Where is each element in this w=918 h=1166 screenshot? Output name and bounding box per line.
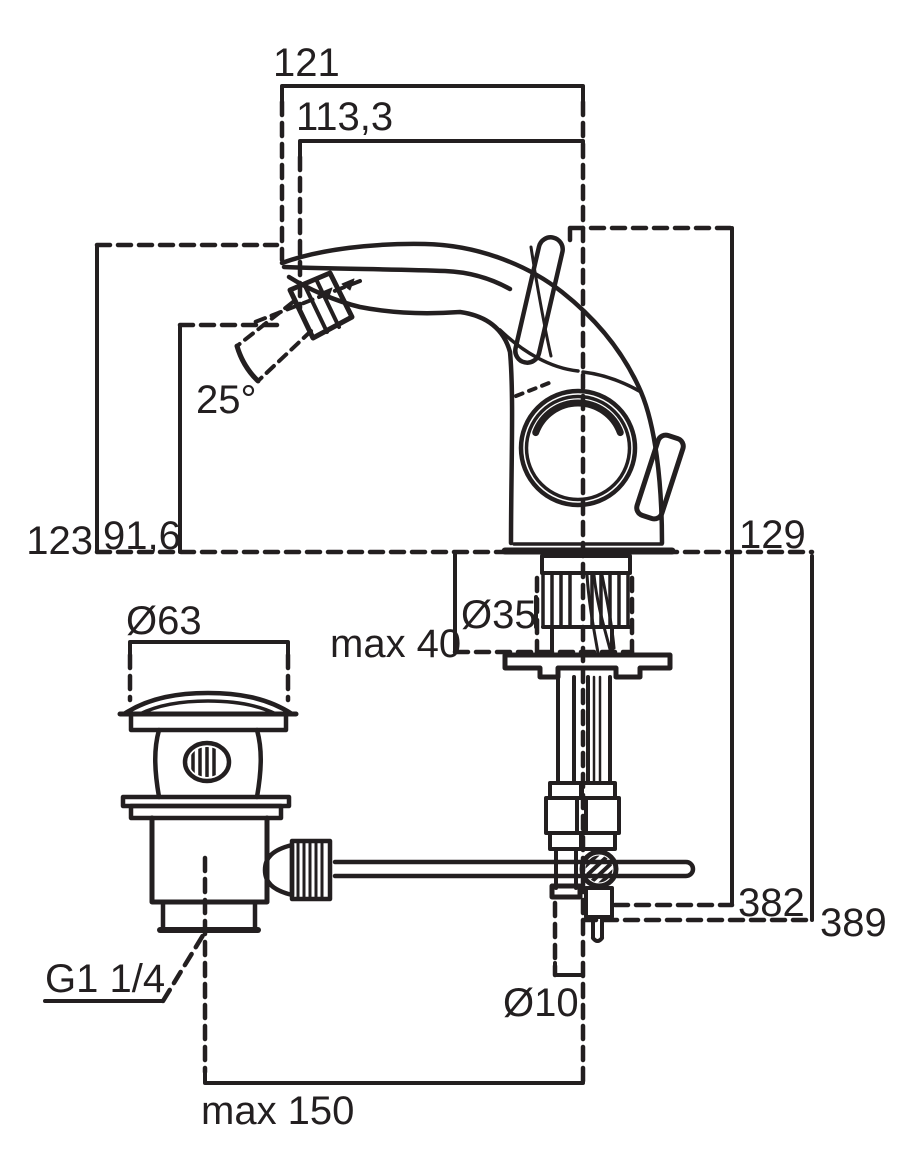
dim-label-113-3: 113,3 <box>296 95 393 139</box>
overflow-window <box>182 740 232 784</box>
cartridge-housing-inner <box>524 394 632 502</box>
left-hose <box>556 675 576 785</box>
supply-hoses <box>332 675 696 943</box>
horizontal-rod <box>332 859 696 879</box>
dim-label-dia63: Ø63 <box>126 599 202 643</box>
spout-top-outline <box>279 241 665 546</box>
dim-label-382: 382 <box>738 881 805 925</box>
dim-label-123: 123 <box>26 519 93 563</box>
right-hose <box>586 675 612 785</box>
aerator-axis-line <box>248 279 362 326</box>
dim-label-dia35: Ø35 <box>461 593 537 637</box>
dim-label-25deg: 25° <box>196 378 257 422</box>
left-hose-end <box>549 883 583 900</box>
dim-label-91-6: 91,6 <box>103 514 181 558</box>
dim-label-129: 129 <box>739 513 806 557</box>
dim-label-max40: max 40 <box>330 622 461 666</box>
dimension-lines <box>43 84 814 1085</box>
thread-leader-line <box>160 929 208 1004</box>
dim-label-389: 389 <box>820 901 887 945</box>
waste-cap-plate <box>128 711 289 733</box>
housing-top-arc <box>532 399 624 437</box>
shank-threads <box>541 571 630 629</box>
spout-bottom-outline <box>286 274 515 546</box>
mounting-shank <box>502 554 673 680</box>
dimension-extension-lines <box>94 99 815 1086</box>
dim-113-bracket <box>298 139 585 159</box>
dim-label-max150: max 150 <box>201 1089 354 1133</box>
pop-up-waste <box>117 690 333 933</box>
spray-cone-lines <box>235 300 313 383</box>
pop-up-rod-lower <box>591 915 604 943</box>
aerator-group <box>234 270 362 384</box>
dim-label-dia10: Ø10 <box>503 981 579 1025</box>
waste-cap-dome <box>121 690 295 717</box>
lever-inner-line <box>529 245 553 358</box>
dim-o10-bracket <box>553 961 585 977</box>
temperature-limiter-tab <box>634 432 686 522</box>
waste-lower-body <box>149 815 270 905</box>
cartridge-housing-outer <box>518 388 638 508</box>
mixer-lever-handle <box>513 235 565 365</box>
shank-collar <box>540 554 632 575</box>
faucet-body <box>279 235 686 555</box>
waste-collar-lower <box>128 803 284 821</box>
dim-121-bracket <box>280 84 585 103</box>
spray-arc <box>234 343 261 384</box>
dimension-labels: 121 113,3 123 91,6 25° 129 382 389 Ø63 Ø… <box>26 41 887 1133</box>
dim-label-g114: G1 1/4 <box>45 957 165 1001</box>
waste-tailpiece <box>160 899 258 931</box>
mounting-flange <box>502 652 673 680</box>
flow-direction-arrows <box>319 278 355 300</box>
pop-up-rod-upper <box>592 675 602 785</box>
dim-o63-bracket <box>128 640 290 657</box>
rod-clamp-screw <box>579 849 619 889</box>
waste-upper-body <box>153 727 263 800</box>
dim-label-121: 121 <box>273 41 340 85</box>
mounting-hole-outline <box>534 575 635 655</box>
dim-max150-bracket <box>203 1069 585 1085</box>
spout-inner-line <box>281 264 513 292</box>
